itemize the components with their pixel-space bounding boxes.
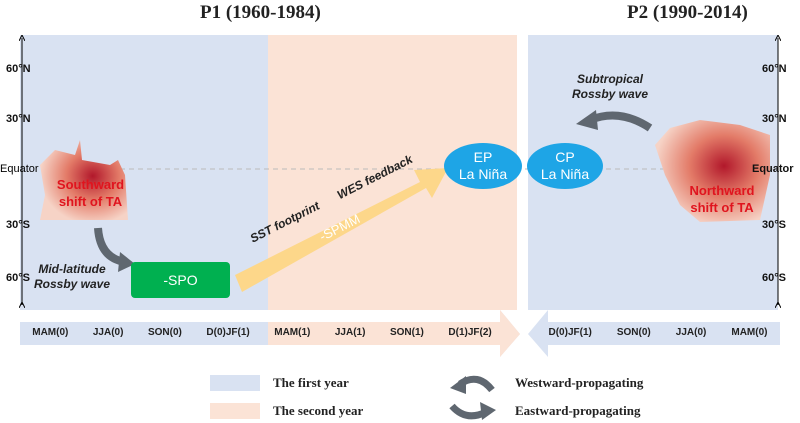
season: D(1)JF(2): [448, 327, 492, 338]
spmm-arrow: [235, 168, 448, 292]
spo-box: -SPO: [131, 262, 230, 298]
northward-shift-label: Northward shift of TA: [689, 183, 755, 215]
lat-30s-right: 30°S: [762, 219, 786, 231]
legend-first-year: The first year: [273, 375, 349, 390]
ta-map-left: [40, 140, 128, 220]
season: JJA(0): [92, 327, 124, 338]
legend-eastward: Eastward-propagating: [515, 403, 641, 418]
lat-60s-left: 60°S: [6, 272, 30, 284]
season: D(0)JF(1): [548, 327, 592, 338]
p1-season-row: MAM(0) JJA(0) SON(0) D(0)JF(1) MAM(1) JJ…: [20, 327, 504, 338]
p1-title: P1 (1960-1984): [200, 2, 321, 23]
lat-30s-left: 30°S: [6, 219, 30, 231]
cp-lanina-label: La Niña: [540, 166, 590, 182]
lat-eq-right: Equator: [752, 163, 794, 175]
lat-30n-right: 30°N: [762, 113, 787, 125]
season: D(0)JF(1): [206, 327, 250, 338]
lat-30n-left: 30°N: [6, 113, 31, 125]
subtrop-rossby-label: Subtropical Rossby wave: [571, 72, 649, 101]
subtrop-wave-arrow: [588, 111, 653, 132]
season: SON(1): [389, 327, 424, 338]
southward-shift-label: Southward shift of TA: [56, 177, 125, 209]
season: MAM(1): [274, 327, 311, 338]
lat-60s-right: 60°S: [762, 272, 786, 284]
ep-lanina-label: La Niña: [458, 166, 508, 182]
season: JJA(1): [334, 327, 366, 338]
cp-label: CP: [555, 149, 575, 165]
season: MAM(0): [32, 327, 69, 338]
season: SON(0): [616, 327, 651, 338]
legend-second-swatch: [210, 403, 260, 419]
ep-label: EP: [473, 149, 493, 165]
lat-eq-left: Equator: [0, 163, 39, 175]
legend-first-swatch: [210, 375, 260, 391]
lat-60n-right: 60°N: [762, 63, 787, 75]
season: JJA(0): [675, 327, 707, 338]
lat-60n-left: 60°N: [6, 63, 31, 75]
midlat-rossby-label: Mid-latitude Rossby wave: [33, 262, 111, 291]
season: MAM(0): [731, 327, 768, 338]
p2-title: P2 (1990-2014): [627, 2, 748, 23]
legend-westward: Westward-propagating: [515, 375, 644, 390]
season: SON(0): [147, 327, 182, 338]
p2-season-arrow: [528, 310, 780, 357]
p2-season-row: D(0)JF(1) SON(0) JJA(0) MAM(0): [536, 327, 780, 338]
legend-second-year: The second year: [273, 403, 364, 418]
ta-map-right: [655, 120, 770, 222]
